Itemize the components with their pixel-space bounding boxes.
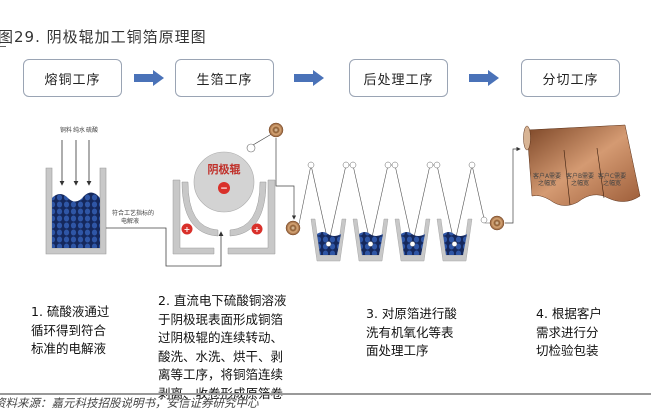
svg-text:客户A需要: 客户A需要 [533,172,561,180]
guide-roller-icon [307,161,315,169]
guide-roller-icon [426,161,434,169]
guide-roller-icon [480,216,488,224]
cathode-icon [218,182,230,194]
stage-arrow-icon [134,70,164,86]
stage-box-post-treatment: 后处理工序 [349,59,448,97]
guide-roller-icon [433,161,441,169]
guide-roller-icon [367,241,374,247]
foil-coil-icon [285,220,301,236]
electrolytic-cell: 阴极辊 − + + [172,131,276,255]
treatment-bath [436,218,473,262]
svg-text:客户C需要: 客户C需要 [598,172,626,180]
guide-roller-icon [391,161,399,169]
guide-roller-icon [384,161,392,169]
svg-text:客户B需要: 客户B需要 [566,172,594,180]
guide-roller-icon [409,241,416,247]
electrolyte-label: 符合工艺指标的 [112,209,154,217]
stage-arrow-icon [469,70,499,86]
stage-box-foil-generation: 生箔工序 [175,59,274,97]
electrolyte-label-2: 电解液 [121,217,139,225]
input-label-acid: 硫酸 [86,126,98,134]
input-label-water: 纯水 [73,126,85,134]
figure-title: 图29. 阴极辊加工铜箔原理图 [0,28,207,46]
input-labels: 铜料 纯水 硫酸 [60,126,98,134]
guide-roller-icon [349,161,357,169]
anode-icon [181,223,193,235]
guide-roller-icon [451,241,458,247]
stage-box-melting: 熔铜工序 [23,59,122,97]
svg-text:+: + [254,225,261,234]
treatment-bath [352,218,389,262]
step-description-1: 1. 硫酸液通过 循环得到符合 标准的电解液 [31,304,110,356]
treatment-bath [310,218,347,262]
anode-icon [251,223,263,235]
melting-tank [45,167,107,255]
foil-path [298,164,490,245]
footer-rule [0,393,651,395]
svg-text:+: + [184,225,191,234]
guide-roller-icon [342,161,350,169]
post-treatment-baths [298,161,490,262]
source-note: 资料来源：嘉元科技招股说明书，安信证券研究中心 [0,396,259,410]
guide-roller-icon [468,161,476,169]
title-underline [0,46,6,47]
svg-text:之幅宽: 之幅宽 [571,179,589,187]
cathode-roller-label: 阴极辊 [208,162,241,176]
foil-coil-icon [489,215,505,231]
input-arrows [59,140,92,186]
electrolyte-pipe [106,227,224,267]
stage-arrow-icon [294,70,324,86]
svg-text:之幅宽: 之幅宽 [603,179,621,187]
guide-roller-icon [325,241,332,247]
svg-text:之幅宽: 之幅宽 [538,179,556,187]
step-description-3: 3. 对原箔进行酸 洗有机氧化等表 面处理工序 [366,306,457,358]
foil-coil-icon [268,122,284,138]
stage-box-slitting: 分切工序 [521,59,620,97]
process-diagram: 铜料 纯水 硫酸 符合工艺指标的 电解液 阴极辊 − + + [45,122,641,267]
step-description-2: 2. 直流电下硫酸铜溶液 于阴极珉表面形成铜箔 过阴极辊的连续转动、 酸洗、水洗… [158,293,287,401]
treatment-bath [394,218,431,262]
copper-foil-sheet: 客户A需要 之幅宽 客户B需要 之幅宽 客户C需要 之幅宽 [523,124,641,206]
svg-text:−: − [220,184,228,194]
input-label-copper: 铜料 [60,126,72,134]
step-description-4: 4. 根据客户 需求进行分 切检验包装 [536,306,602,358]
